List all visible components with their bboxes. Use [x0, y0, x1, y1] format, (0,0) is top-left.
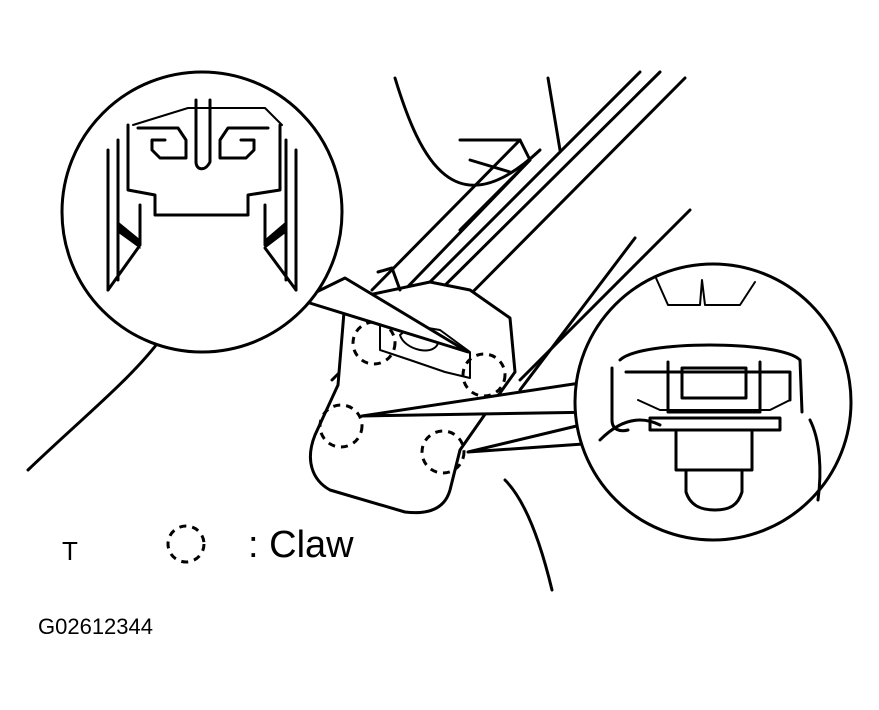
legend-claw-text: Claw	[269, 524, 354, 566]
legend-colon: :	[248, 524, 259, 566]
left-detail-circle	[60, 70, 344, 354]
claw-markers	[318, 320, 507, 475]
claw-marker-2	[461, 352, 507, 398]
claw-marker-4	[420, 429, 466, 475]
legend-label: : Claw	[248, 524, 354, 567]
figure-id: G02612344	[38, 614, 153, 639]
callout-left	[298, 276, 470, 354]
view-code-label: T	[62, 536, 78, 566]
claw-marker-3	[318, 403, 364, 449]
claw-marker-1	[351, 320, 397, 366]
right-detail-circle	[573, 262, 853, 542]
dashed-circle-icon	[166, 524, 206, 564]
